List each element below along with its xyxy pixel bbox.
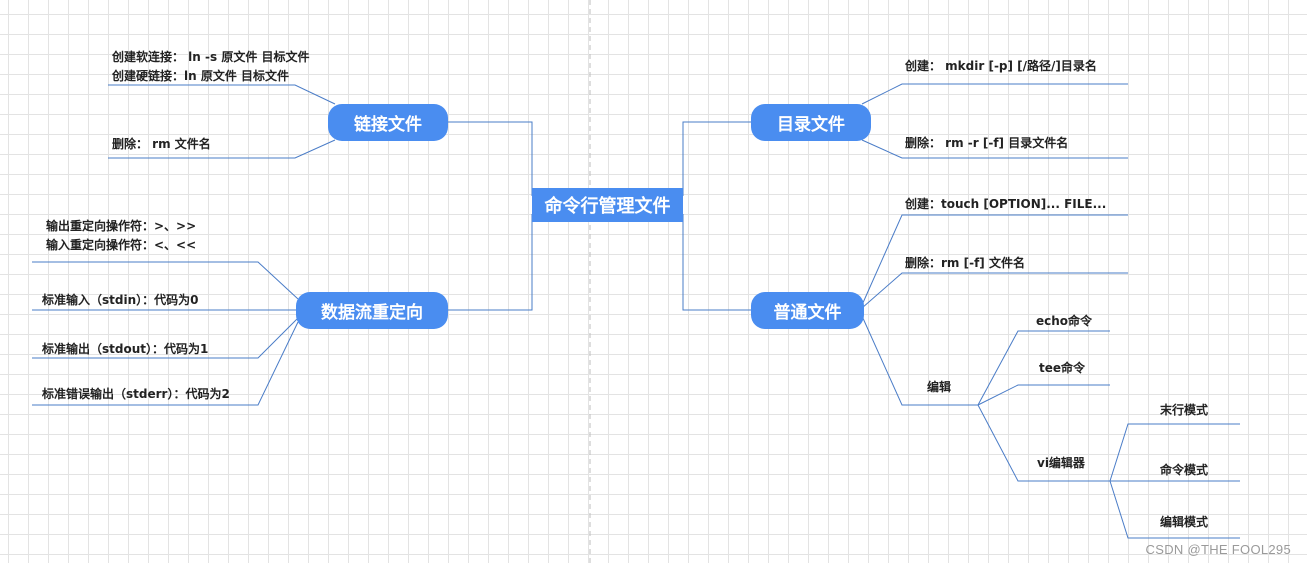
edge-root-link: [448, 121, 533, 196]
edge-vi-last-line: [1109, 423, 1240, 482]
watermark: CSDN @THE FOOL295: [1145, 542, 1291, 557]
edge-redirect-ops: [32, 261, 299, 300]
edge-root-dir: [682, 121, 752, 196]
edge-edit-vi: [977, 404, 1110, 482]
edge-edit-tee: [977, 384, 1110, 406]
last-line-mode-label: 末行模式: [1160, 403, 1209, 417]
vi-editor-label: vi编辑器: [1037, 456, 1085, 470]
edge-redirect-stderr: [32, 321, 299, 406]
output-ops-label: 输出重定向操作符：>、>>: [46, 219, 197, 233]
file-create-label: 创建：touch [OPTION]... FILE...: [905, 197, 1107, 211]
edge-vi-edit: [1109, 480, 1240, 539]
edge-regular-create: [861, 214, 1128, 306]
command-mode-label: 命令模式: [1160, 463, 1209, 477]
dir-create-label: 创建： mkdir [-p] [/路径/]目录名: [905, 59, 1097, 73]
edge-dir-create: [861, 83, 1128, 105]
hard-link-label: 创建硬链接：ln 原文件 目标文件: [112, 69, 290, 83]
edge-redirect-stdout: [32, 317, 299, 359]
redirect-node[interactable]: 数据流重定向: [296, 292, 448, 329]
edit-mode-label: 编辑模式: [1160, 515, 1209, 529]
edit-label: 编辑: [927, 380, 952, 394]
edge-root-regular: [682, 214, 752, 311]
link-files-node[interactable]: 链接文件: [328, 104, 448, 141]
root-node[interactable]: 命令行管理文件: [532, 188, 683, 222]
stderr-label: 标准错误输出（stderr）：代码为2: [42, 387, 230, 401]
dir-files-node[interactable]: 目录文件: [751, 104, 871, 141]
edge-edit-echo: [977, 330, 1110, 406]
stdout-label: 标准输出（stdout）：代码为1: [42, 342, 209, 356]
tee-label: tee命令: [1039, 361, 1086, 375]
file-delete-label: 删除：rm [-f] 文件名: [905, 256, 1025, 270]
dir-delete-label: 删除： rm -r [-f] 目录文件名: [905, 136, 1069, 150]
regular-files-node[interactable]: 普通文件: [751, 292, 864, 329]
edge-regular-edit: [861, 315, 978, 406]
edge-root-redirect: [448, 214, 533, 311]
edge-regular-delete: [861, 272, 1128, 309]
edge-dir-delete: [861, 139, 1128, 159]
link-delete-label: 删除： rm 文件名: [112, 137, 211, 151]
stdin-label: 标准输入（stdin）：代码为0: [42, 293, 199, 307]
echo-label: echo命令: [1036, 314, 1093, 328]
input-ops-label: 输入重定向操作符：<、<<: [46, 238, 197, 252]
edge-link-hard: [108, 84, 336, 105]
soft-link-label: 创建软连接： ln -s 原文件 目标文件: [112, 50, 310, 64]
edge-link-delete: [108, 139, 336, 159]
